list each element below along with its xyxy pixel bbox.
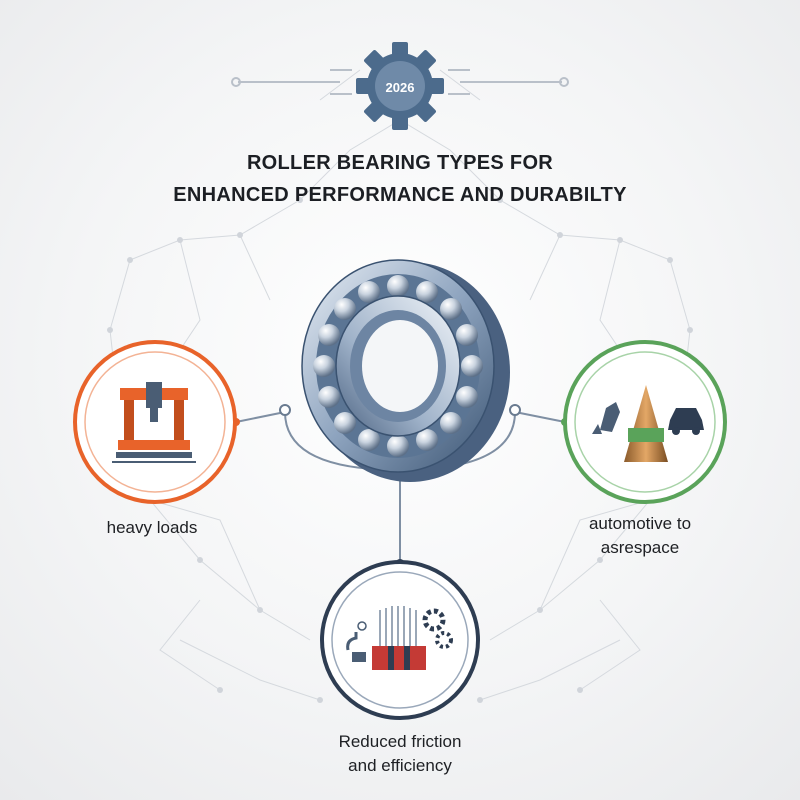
label-automotive-line2: asrespace [600, 538, 680, 557]
header-line-dot-left [231, 77, 241, 87]
page-title-line1: ROLLER BEARING TYPES FOR [246, 152, 554, 174]
node-heavy-loads [73, 340, 237, 504]
connector-node-left [279, 404, 291, 416]
label-heavy-loads: heavy loads [72, 516, 232, 540]
header-line-dot-right [559, 77, 569, 87]
gear-icon [356, 42, 444, 130]
header-line [238, 69, 562, 95]
label-automotive-aerospace: automotive to asrespace [565, 512, 715, 560]
label-heavy-loads-text: heavy loads [106, 518, 198, 537]
gears-friction-icon [346, 606, 453, 670]
node-reduced-friction [320, 560, 480, 720]
page-title-line2: ENHANCED PERFORMANCE AND DURABILTY [173, 184, 627, 206]
bearing-illustration [301, 259, 510, 482]
bearing-balls [313, 275, 483, 457]
node-automotive-aerospace [563, 340, 727, 504]
rocket-car-cone-icon [592, 385, 704, 462]
label-reduced-friction: Reduced friction and efficiency [305, 730, 495, 778]
label-friction-line1: Reduced friction [338, 732, 462, 751]
label-automotive-line1: automotive to [588, 514, 692, 533]
hydraulic-press-icon [112, 382, 196, 463]
label-friction-line2: and efficiency [348, 756, 452, 775]
year-badge: 2026 [385, 80, 415, 95]
connector-node-right [509, 404, 521, 416]
